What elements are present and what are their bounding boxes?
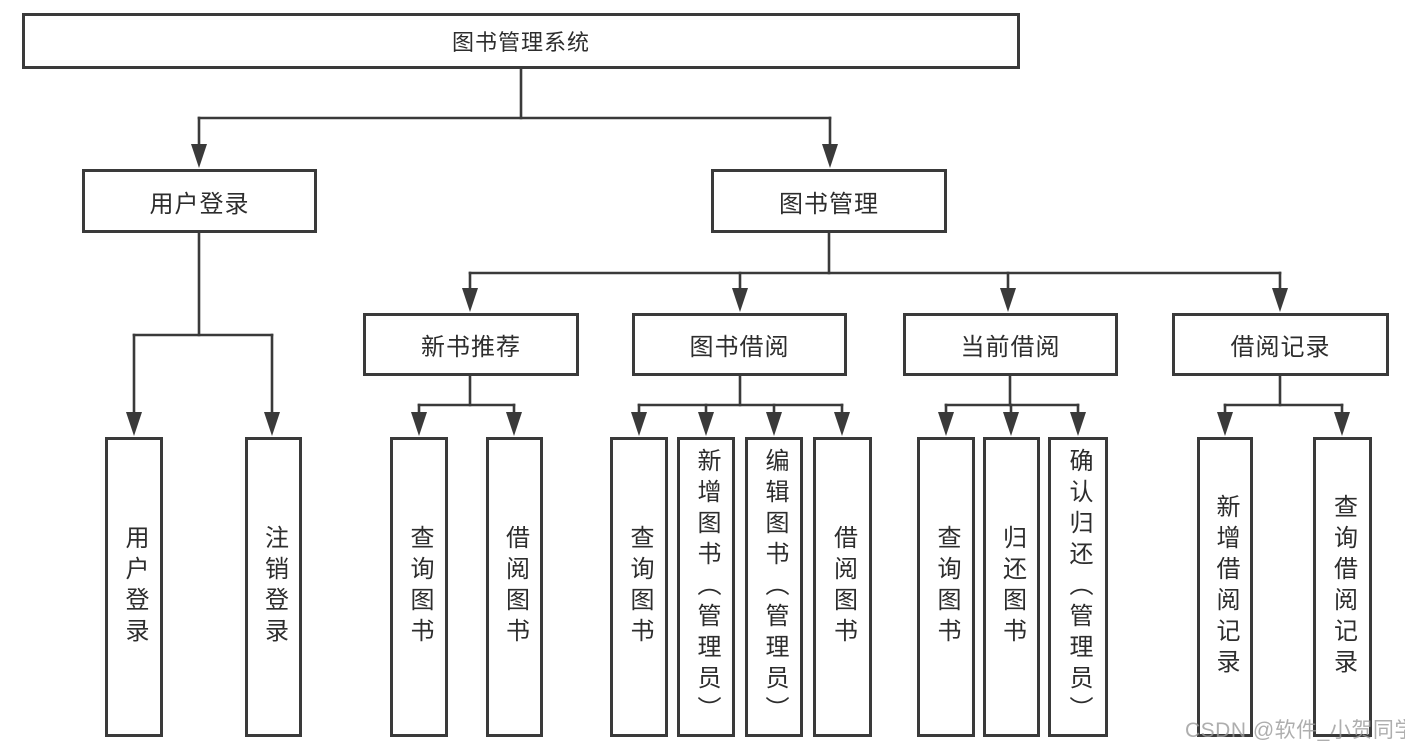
leaf-query-books-recommend: 查询图书 [390, 437, 448, 737]
leaf-add-books-admin: 新增图书（管理员） [677, 437, 735, 737]
leaf-logout-login: 注销登录 [245, 437, 302, 737]
node-book-management: 图书管理 [711, 169, 947, 233]
leaf-borrow-books-borrowing: 借阅图书 [813, 437, 872, 737]
node-user-login: 用户登录 [82, 169, 317, 233]
leaf-add-borrow-record: 新增借阅记录 [1197, 437, 1253, 737]
leaf-query-borrow-record: 查询借阅记录 [1313, 437, 1372, 737]
arrowheads [126, 144, 1350, 436]
node-label: 查询图书 [626, 525, 653, 649]
node-system-root: 图书管理系统 [22, 13, 1020, 69]
leaf-query-books-current: 查询图书 [917, 437, 975, 737]
node-book-borrowing: 图书借阅 [632, 313, 847, 376]
node-current-borrowing: 当前借阅 [903, 313, 1118, 376]
node-label: 查询图书 [933, 525, 960, 649]
leaf-edit-books-admin: 编辑图书（管理员） [745, 437, 803, 737]
node-label: 用户登录 [149, 190, 250, 218]
node-label: 借阅图书 [501, 525, 529, 649]
leaf-borrow-books-recommend: 借阅图书 [486, 437, 543, 737]
node-label: 新增借阅记录 [1212, 494, 1239, 680]
node-label: 图书管理系统 [451, 30, 590, 55]
leaf-user-login: 用户登录 [105, 437, 163, 737]
node-label: 图书借阅 [689, 334, 790, 361]
node-label: 新增图书（管理员） [693, 447, 720, 727]
node-label: 确认归还（管理员） [1065, 447, 1092, 727]
node-label: 查询图书 [406, 525, 433, 649]
leaf-confirm-return-admin: 确认归还（管理员） [1048, 437, 1108, 737]
node-label: 归还图书 [998, 525, 1026, 649]
leaf-return-books: 归还图书 [983, 437, 1040, 737]
node-label: 当前借阅 [960, 334, 1061, 361]
node-label: 借阅记录 [1230, 334, 1331, 361]
node-label: 查询借阅记录 [1329, 494, 1357, 680]
leaf-query-books-borrowing: 查询图书 [610, 437, 668, 737]
node-label: 用户登录 [121, 525, 148, 649]
node-label: 借阅图书 [829, 525, 857, 649]
node-borrowing-records: 借阅记录 [1172, 313, 1389, 376]
node-label: 图书管理 [779, 190, 879, 218]
csdn-watermark: CSDN @软件_小贺同学 [1185, 719, 1405, 742]
node-label: 新书推荐 [421, 334, 521, 361]
node-label: 编辑图书（管理员） [761, 447, 788, 727]
node-label: 注销登录 [260, 525, 288, 649]
node-new-book-recommendation: 新书推荐 [363, 313, 579, 376]
